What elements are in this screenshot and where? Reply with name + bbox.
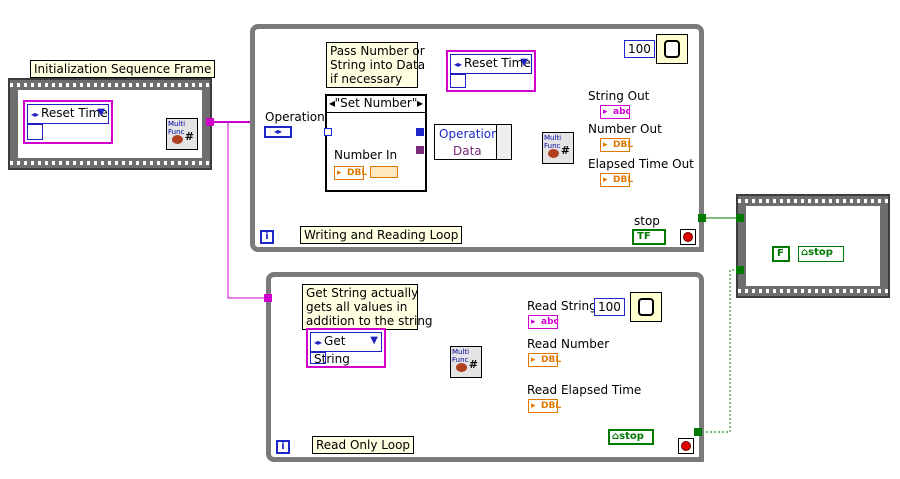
- read-string-indicator: abc: [528, 315, 559, 329]
- case-out-tunnel: [416, 146, 424, 154]
- write-loop-title: Writing and Reading Loop: [300, 226, 463, 244]
- get-string-enum-value: Get String: [314, 334, 350, 366]
- read-elapsed-time-label: Read Elapsed Time: [527, 383, 642, 397]
- wait-function: [656, 34, 688, 64]
- read-number-indicator: DBL: [528, 353, 561, 367]
- pass-number-note: Pass Number or String into Data if neces…: [326, 42, 425, 88]
- operation-label: Operation: [265, 110, 325, 124]
- vi-icon: [548, 149, 559, 158]
- dropdown-arrow-icon: ▼: [97, 107, 105, 118]
- init-enum-constant[interactable]: ◂▸Reset Time▼: [23, 100, 113, 144]
- read-loop-title: Read Only Loop: [312, 436, 415, 454]
- case-selector-terminal: [324, 128, 332, 136]
- read-wait-ms-constant[interactable]: 100: [594, 298, 625, 316]
- stop-local-variable[interactable]: ⌂stop: [798, 246, 844, 262]
- frame-tunnel: [736, 266, 744, 274]
- read-multi-function-vi[interactable]: Multi Func #: [450, 346, 482, 378]
- elapsed-time-out-indicator: DBL: [600, 173, 633, 187]
- loop-multi-function-vi[interactable]: Multi Func #: [542, 132, 574, 164]
- operation-control[interactable]: ◂▸: [264, 126, 292, 138]
- init-enum-value: Reset Time: [41, 106, 108, 120]
- stop-local-variable[interactable]: ⌂stop: [608, 429, 654, 445]
- stop-control[interactable]: TF: [632, 229, 666, 245]
- bundle-output: [496, 125, 511, 159]
- read-elapsed-time-indicator: DBL: [528, 399, 561, 413]
- stop-label: stop: [634, 214, 660, 228]
- string-out-indicator: abc: [600, 105, 631, 119]
- false-constant[interactable]: F: [772, 246, 790, 262]
- read-wait-function: [630, 292, 662, 322]
- get-string-note: Get String actually gets all values in a…: [302, 284, 433, 330]
- dropdown-arrow-icon: ▼: [520, 57, 528, 68]
- vi-icon: [172, 135, 183, 144]
- final-sequence-frame: [736, 194, 890, 298]
- read-loop-out-tunnel: [694, 428, 702, 436]
- wait-ms-constant[interactable]: 100: [624, 40, 655, 58]
- reset-enum-value: Reset Time: [464, 56, 531, 70]
- case-out-tunnel: [416, 128, 424, 136]
- get-string-enum-constant[interactable]: ◂▸Get String▼: [306, 328, 386, 368]
- house-icon: ⌂: [612, 431, 620, 442]
- reset-time-enum-constant[interactable]: ◂▸Reset Time▼: [446, 50, 536, 92]
- init-multi-function-vi[interactable]: Multi Func #: [166, 118, 198, 150]
- frame-tunnel: [736, 214, 744, 222]
- read-loop-tunnel: [264, 294, 272, 302]
- string-out-label: String Out: [588, 89, 650, 103]
- clock-icon: [638, 298, 654, 316]
- clock-icon: [664, 40, 680, 58]
- elapsed-time-out-label: Elapsed Time Out: [588, 157, 694, 171]
- iteration-terminal: i: [260, 230, 274, 244]
- vi-icon: [456, 363, 467, 372]
- stop-condition-icon: [678, 438, 694, 454]
- case-selector[interactable]: ◂"Set Number"▸: [327, 96, 425, 113]
- number-in-label: Number In: [334, 148, 398, 162]
- number-out-label: Number Out: [588, 122, 662, 136]
- iteration-terminal: i: [276, 440, 290, 454]
- bundle-by-name: Operation Data: [434, 124, 512, 160]
- vi-label: Multi Func: [168, 120, 186, 136]
- read-number-label: Read Number: [527, 337, 610, 351]
- init-frame-title: Initialization Sequence Frame: [30, 60, 216, 78]
- frame-tunnel: [206, 118, 214, 126]
- number-out-indicator: DBL: [600, 138, 633, 152]
- number-to-variant: [370, 166, 398, 178]
- number-in-control[interactable]: DBL: [334, 166, 367, 180]
- house-icon: ⌂: [801, 247, 809, 258]
- loop-out-tunnel: [698, 214, 706, 222]
- stop-condition-icon: [680, 229, 696, 245]
- dropdown-arrow-icon: ▼: [370, 335, 378, 346]
- read-string-label: Read String: [527, 299, 597, 313]
